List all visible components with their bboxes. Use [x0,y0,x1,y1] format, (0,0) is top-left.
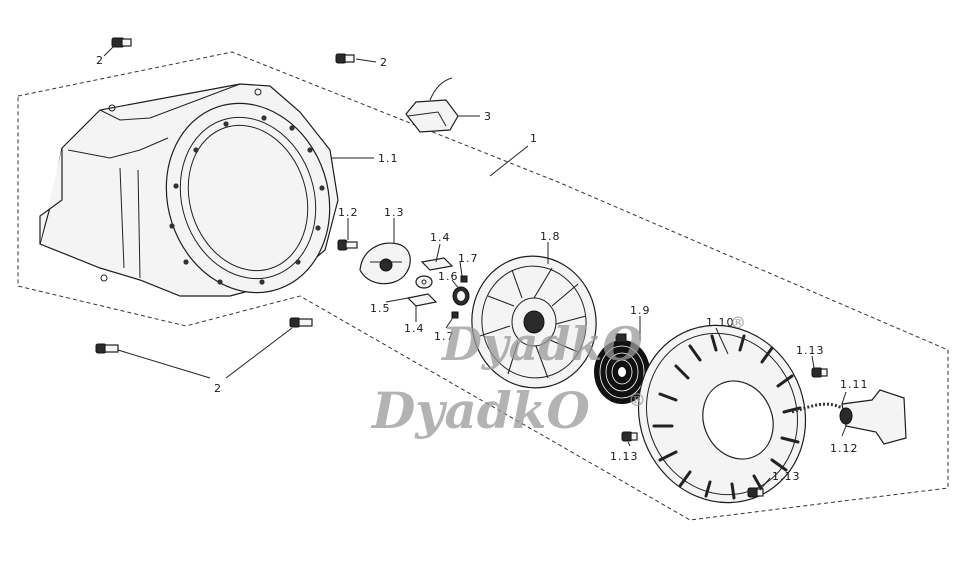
watermark-text-upper: DyadkO [440,317,643,371]
pin-1-7-lower [451,311,459,319]
callout-1-7-lower: 1.7 [434,330,455,343]
assembly-boundary [17,51,949,521]
callout-1-7-upper: 1.7 [458,252,479,265]
watermark-registered-lower: ® [628,390,646,411]
washer-1-5 [415,275,433,289]
cap-with-wire [405,77,459,133]
callout-1-4-upper: 1.4 [430,231,451,244]
bolt-bottom-right [289,317,313,328]
callout-1-6: 1.6 [438,270,459,283]
callout-2-top-left: 2 [96,54,104,67]
callout-1: 1 [530,132,538,145]
watermark-registered-upper: ® [730,313,746,332]
starter-rope [791,402,843,414]
callout-1-10: 1.10 [706,316,735,329]
bolt-1-13-right [811,367,828,378]
recoil-spring [594,333,650,404]
callout-1-11: 1.11 [840,378,869,391]
recoil-pulley [471,255,597,389]
fan-housing [39,83,339,297]
pin-1-7-upper [460,275,468,283]
bolt-top-middle [335,53,355,64]
callout-3: 3 [484,110,492,123]
callout-1-12: 1.12 [830,442,859,455]
callout-1-13-left: 1.13 [610,450,639,463]
callout-1-13-bottom: 1.13 [772,470,801,483]
leader-lines [103,45,847,491]
callout-1-8: 1.8 [540,230,561,243]
callout-1-9: 1.9 [630,304,651,317]
watermark-text-lower: DyadkO [370,381,590,440]
callout-1-2: 1.2 [338,206,359,219]
spring-1-6 [452,286,470,306]
bolt-1-13-left [621,431,638,442]
callout-1-1: 1.1 [378,152,399,165]
bolt-bottom-left [95,343,119,354]
ratchet-plate [359,242,411,285]
bolt-top-left [111,37,132,48]
starter-handle [839,389,907,445]
pawl-1-4-lower [406,293,438,307]
callout-2-top-middle: 2 [380,56,388,69]
bolt-1-2 [337,239,358,251]
recoil-starter-cover [637,324,807,504]
callout-1-5: 1.5 [370,302,391,315]
bolt-1-13-bottom [747,487,764,498]
callout-1-13-right: 1.13 [796,344,825,357]
callout-1-4-lower: 1.4 [404,322,425,335]
callout-2-bottom: 2 [214,382,222,395]
callout-1-3: 1.3 [384,206,405,219]
